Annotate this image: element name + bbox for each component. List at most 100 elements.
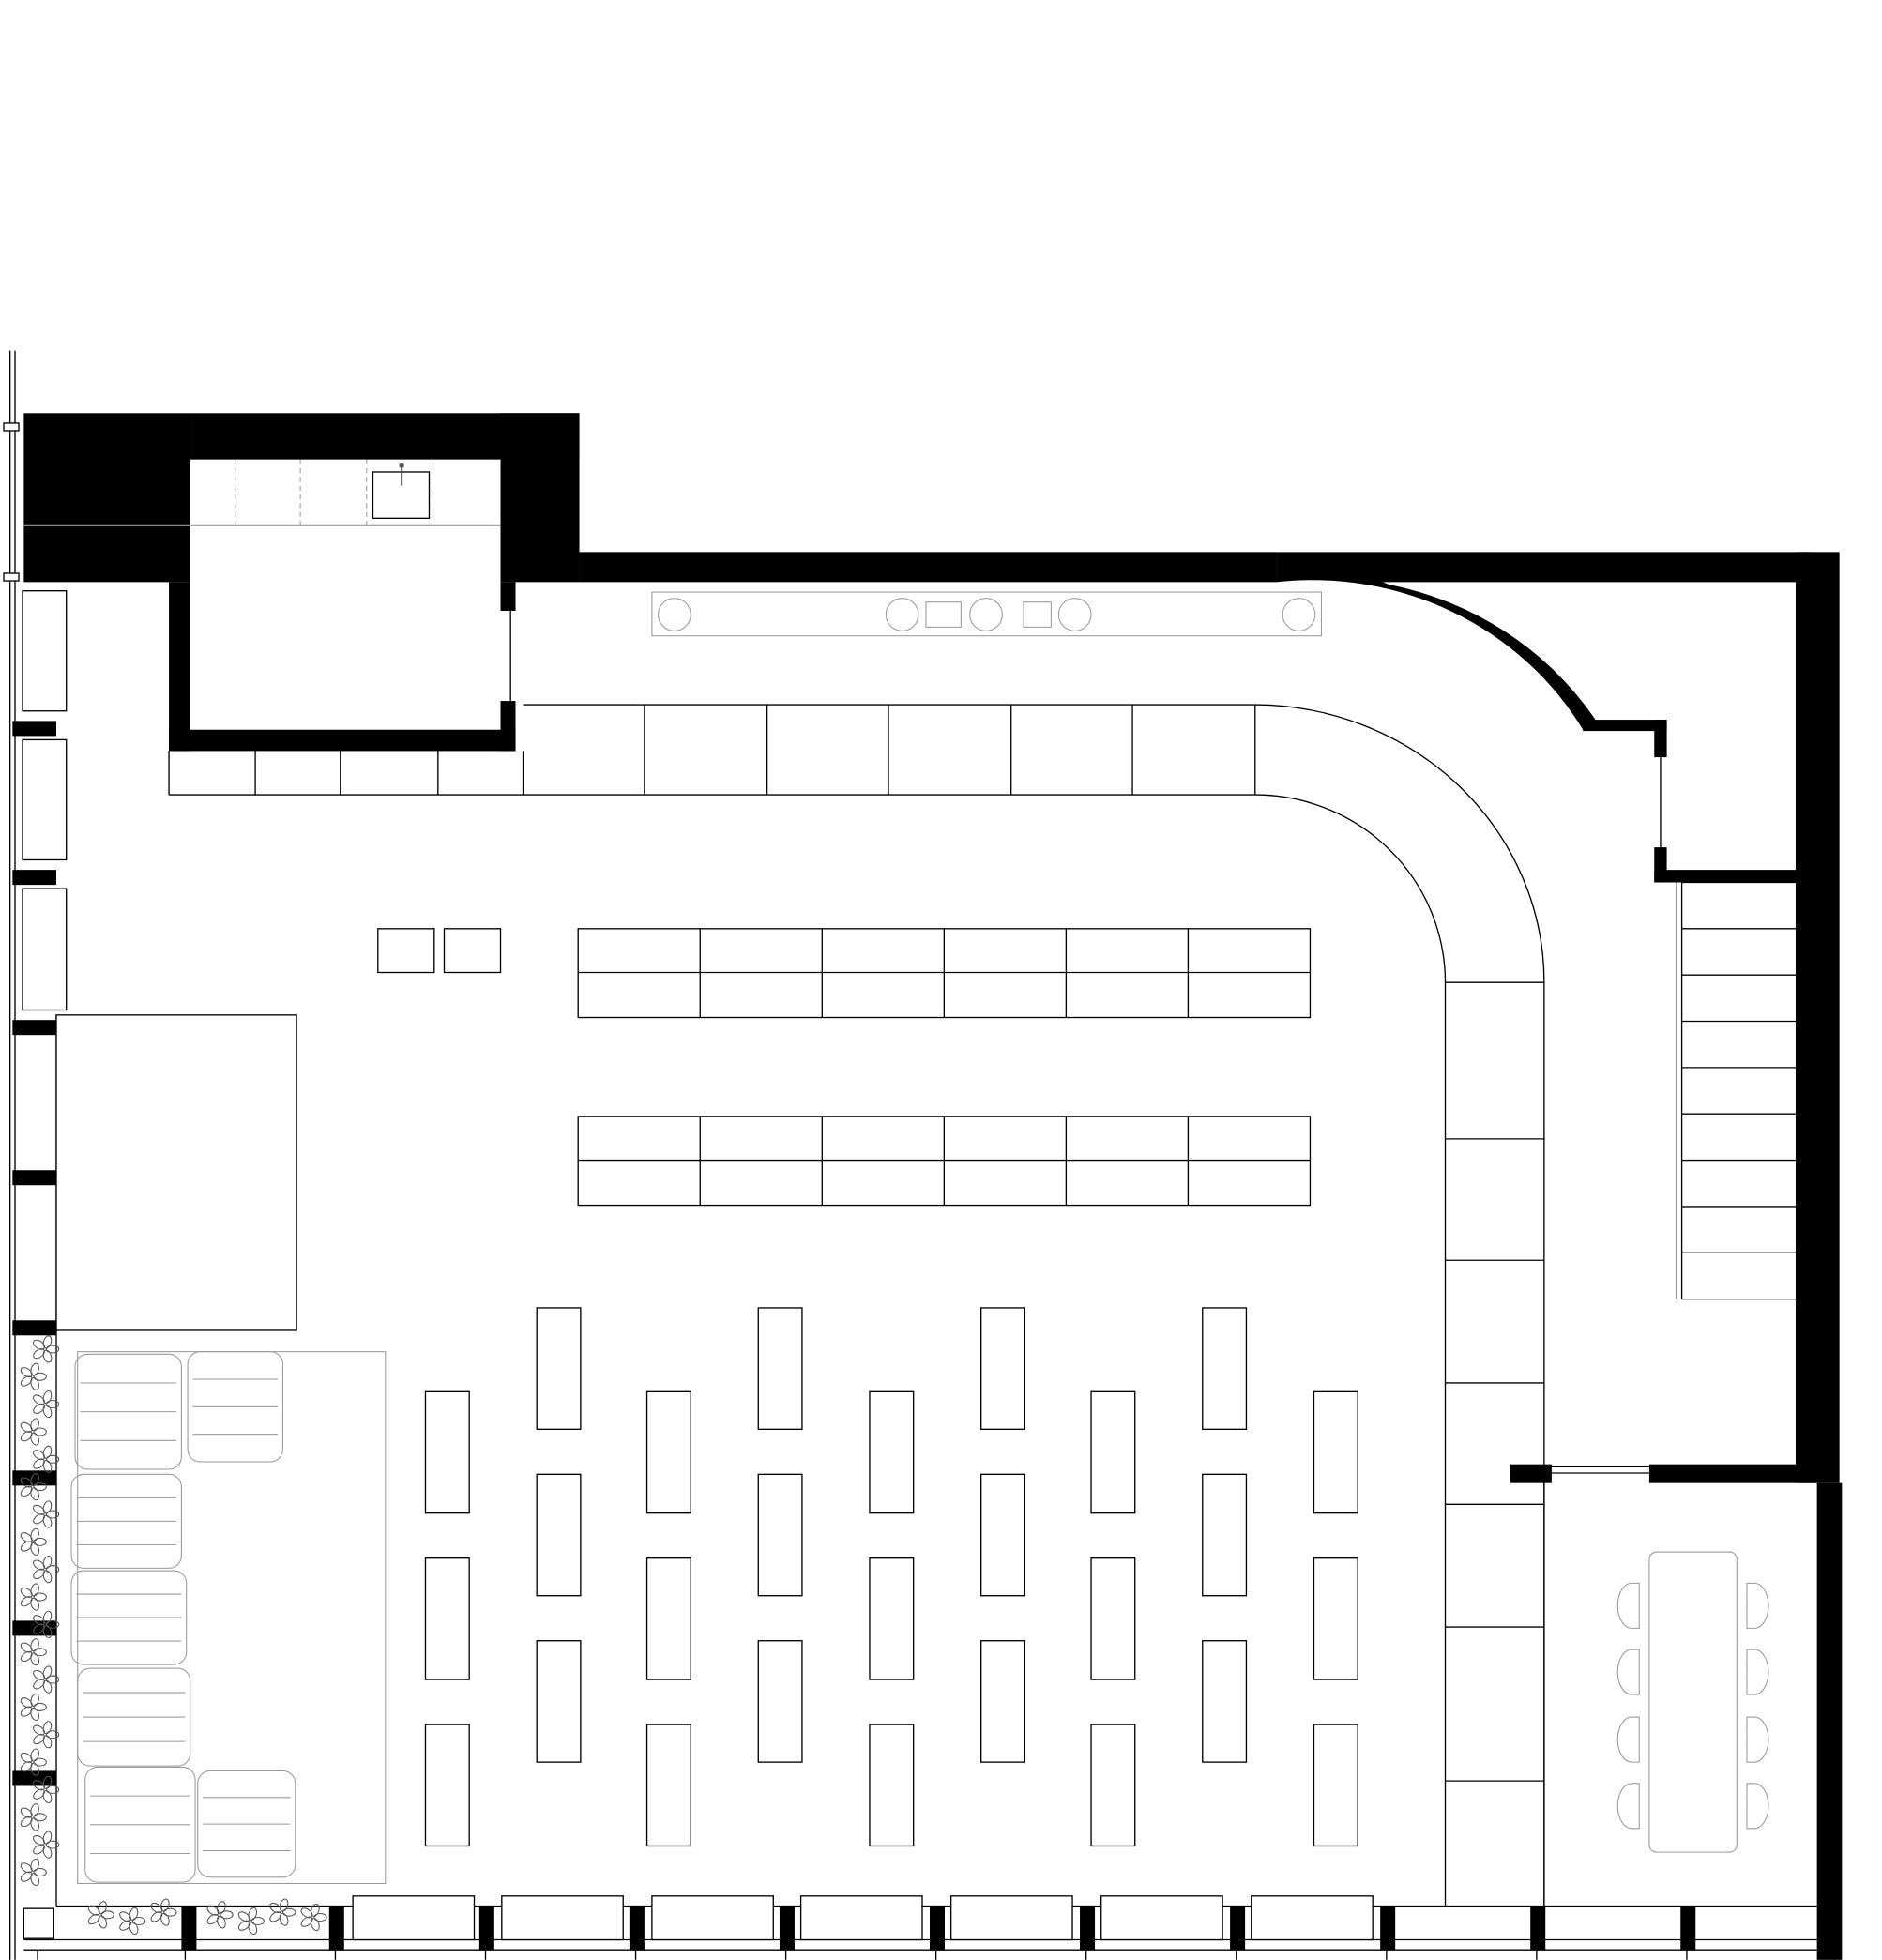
plant-leaf-icon xyxy=(206,1905,220,1916)
desk xyxy=(869,1390,915,1514)
plant-leaf-icon xyxy=(33,1559,46,1571)
plant-leaf-icon xyxy=(42,1500,53,1514)
plant-leaf-icon xyxy=(30,1527,39,1542)
plant-leaf-icon xyxy=(42,1610,53,1624)
plant-leaf-icon xyxy=(33,1679,45,1690)
plant-leaf-icon xyxy=(20,1587,33,1598)
plant-leaf-icon xyxy=(42,1349,53,1363)
desk xyxy=(424,1390,470,1514)
plant-leaf-icon xyxy=(129,1922,139,1936)
plant-leaf-icon xyxy=(30,1473,39,1487)
desk xyxy=(869,1557,915,1680)
desk xyxy=(1202,1307,1248,1430)
desk xyxy=(1313,1557,1358,1680)
desk xyxy=(536,1640,582,1763)
facade-column xyxy=(1080,1906,1096,1951)
plant-leaf-icon xyxy=(119,1911,132,1922)
plant-leaf-icon xyxy=(20,1816,33,1828)
corner-column xyxy=(23,1907,55,1939)
wc-left-wall xyxy=(169,582,190,752)
desk xyxy=(424,1724,470,1847)
chair xyxy=(1616,1582,1640,1629)
plant-leaf-icon xyxy=(42,1721,53,1735)
appliance-circle xyxy=(969,598,1003,631)
plant-leaf-icon xyxy=(42,1679,53,1694)
chair xyxy=(1746,1783,1769,1830)
plant-leaf-icon xyxy=(33,1504,46,1515)
window-bench xyxy=(799,1895,923,1941)
plant-leaf-icon xyxy=(20,1650,33,1663)
plant-leaf-icon xyxy=(33,1733,45,1745)
plant-leaf-icon xyxy=(33,1394,46,1405)
plant-leaf-icon xyxy=(206,1913,220,1925)
appliance-circle xyxy=(1057,598,1092,631)
meeting-room-wall xyxy=(1510,1464,1552,1483)
walls xyxy=(9,350,1843,1960)
plant-leaf-icon xyxy=(45,1510,60,1519)
plant-leaf-icon xyxy=(42,1514,53,1528)
side-table xyxy=(377,928,435,974)
plant-leaf-icon xyxy=(45,1785,60,1794)
meeting-room-wall xyxy=(1648,1464,1817,1483)
plant-leaf-icon xyxy=(279,1912,289,1926)
desk xyxy=(1313,1724,1358,1847)
display-platform xyxy=(55,1014,297,1331)
plant-leaf-icon xyxy=(220,1910,234,1920)
plant-leaf-icon xyxy=(20,1706,33,1717)
sofa-module xyxy=(197,1770,296,1878)
plant-leaf-icon xyxy=(30,1418,39,1432)
desk xyxy=(424,1557,470,1680)
kitchen-counter xyxy=(168,591,1545,1907)
plant-leaf-icon xyxy=(30,1748,39,1762)
faucet-icon xyxy=(399,463,404,468)
plant-leaf-icon xyxy=(30,1376,40,1390)
window-bench xyxy=(651,1895,774,1941)
generated-elements xyxy=(3,422,1835,1960)
window-bench xyxy=(501,1895,624,1941)
wc-door-jamb xyxy=(500,582,516,612)
plant-leaf-icon xyxy=(217,1915,226,1929)
plant-leaf-icon xyxy=(33,1623,45,1634)
plant-leaf-icon xyxy=(45,1840,60,1849)
facade-column xyxy=(328,1906,344,1951)
plant-leaf-icon xyxy=(20,1477,33,1488)
facade-column xyxy=(1380,1906,1396,1951)
plant-leaf-icon xyxy=(33,1427,47,1436)
plant-leaf-icon xyxy=(42,1570,53,1584)
plant-leaf-icon xyxy=(87,1905,100,1916)
plant-leaf-icon xyxy=(217,1901,226,1915)
plant-leaf-icon xyxy=(98,1901,107,1915)
plant-leaf-icon xyxy=(33,1568,45,1580)
plant-leaf-icon xyxy=(30,1803,39,1817)
facade-anchor xyxy=(3,422,20,432)
plant-leaf-icon xyxy=(20,1596,33,1607)
facade-column xyxy=(181,1906,197,1951)
plant-leaf-icon xyxy=(42,1735,53,1749)
sofa-module xyxy=(77,1667,191,1767)
plant-leaf-icon xyxy=(33,1702,47,1711)
plant-leaf-icon xyxy=(42,1775,53,1789)
plant-leaf-icon xyxy=(42,1459,53,1473)
plant-leaf-icon xyxy=(20,1421,33,1433)
plant-leaf-icon xyxy=(33,1482,47,1492)
desk xyxy=(757,1640,803,1763)
plant-leaf-icon xyxy=(129,1907,139,1921)
desk xyxy=(757,1473,803,1597)
chair xyxy=(1746,1649,1769,1695)
plant-leaf-icon xyxy=(42,1625,53,1638)
curved-wall-return xyxy=(1583,720,1667,732)
top-left-wall-block xyxy=(23,413,190,583)
plant-leaf-icon xyxy=(311,1918,320,1932)
chair xyxy=(1616,1649,1640,1695)
plant-leaf-icon xyxy=(45,1730,60,1740)
plant-leaf-icon xyxy=(42,1556,53,1570)
plant-leaf-icon xyxy=(30,1817,40,1831)
desk xyxy=(645,1557,691,1680)
plant-leaf-icon xyxy=(20,1871,33,1882)
plant-leaf-icon xyxy=(33,1813,47,1822)
facade-column xyxy=(1680,1906,1696,1951)
plant-leaf-icon xyxy=(42,1335,53,1349)
plant-leaf-icon xyxy=(20,1642,33,1653)
appliance xyxy=(925,601,962,628)
plant-leaf-icon xyxy=(45,1619,60,1629)
